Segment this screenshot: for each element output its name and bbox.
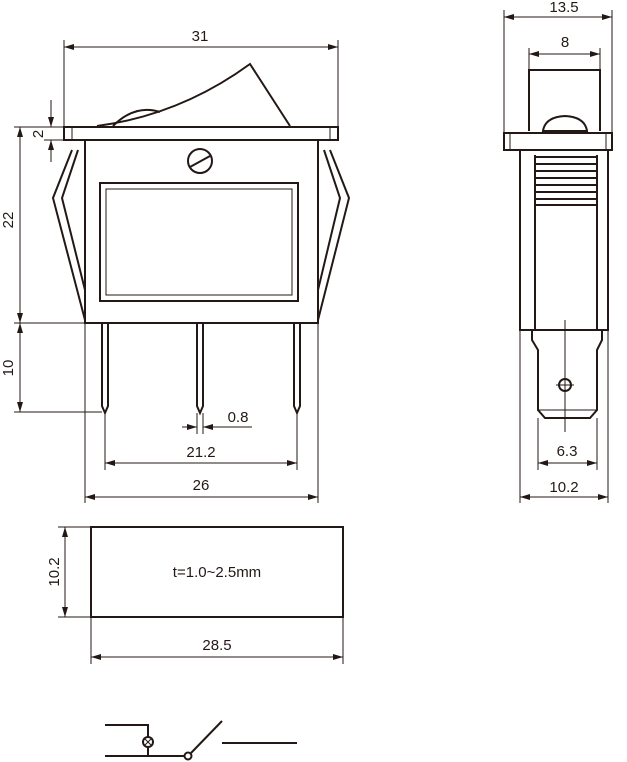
grip-ridges: [535, 156, 597, 206]
right-clip: [317, 149, 351, 321]
panel-cutout: t=1.0~2.5mm 10.2 28.5: [46, 526, 344, 664]
cutout-rect: [90, 526, 344, 618]
dimension-depth-10-2: 10.2: [549, 479, 578, 496]
dimension-pin-width-0-8: 0.8: [228, 409, 249, 426]
dimension-body-width-26: 26: [193, 477, 210, 494]
dimension-width-31: 31: [192, 28, 209, 45]
flange: [63, 126, 339, 141]
indicator-bump: [112, 108, 161, 127]
indicator-bump-side: [541, 114, 589, 132]
quick-connect-terminal: [531, 330, 603, 419]
side-view: 13.5 8 6.3 1: [503, 0, 613, 503]
dimension-terminal-6-3: 6.3: [557, 443, 578, 460]
dimension-flange-13-5: 13.5: [549, 0, 578, 16]
left-clip: [51, 149, 86, 321]
dimension-pin-10: 10: [0, 360, 17, 377]
dimension-pin-span-21-2: 21.2: [186, 444, 215, 461]
panel-thickness-label: t=1.0~2.5mm: [173, 564, 261, 581]
dimension-cutout-height-10-2: 10.2: [46, 557, 63, 586]
side-body: [519, 149, 609, 331]
dimension-height-22: 22: [0, 212, 17, 229]
switch-schematic-icon: [105, 720, 297, 761]
actuator-cap: [528, 69, 601, 131]
front-view: 31 22 2 10: [0, 28, 351, 503]
terminal-pins: [101, 323, 301, 416]
dimension-cutout-width-28-5: 28.5: [202, 637, 231, 654]
screw-icon: [187, 148, 213, 174]
dimension-flange-2: 2: [30, 130, 47, 138]
side-flange: [503, 132, 613, 151]
lens-window: [99, 182, 299, 302]
switch-body: [84, 139, 319, 324]
dimension-cap-8: 8: [561, 34, 569, 51]
